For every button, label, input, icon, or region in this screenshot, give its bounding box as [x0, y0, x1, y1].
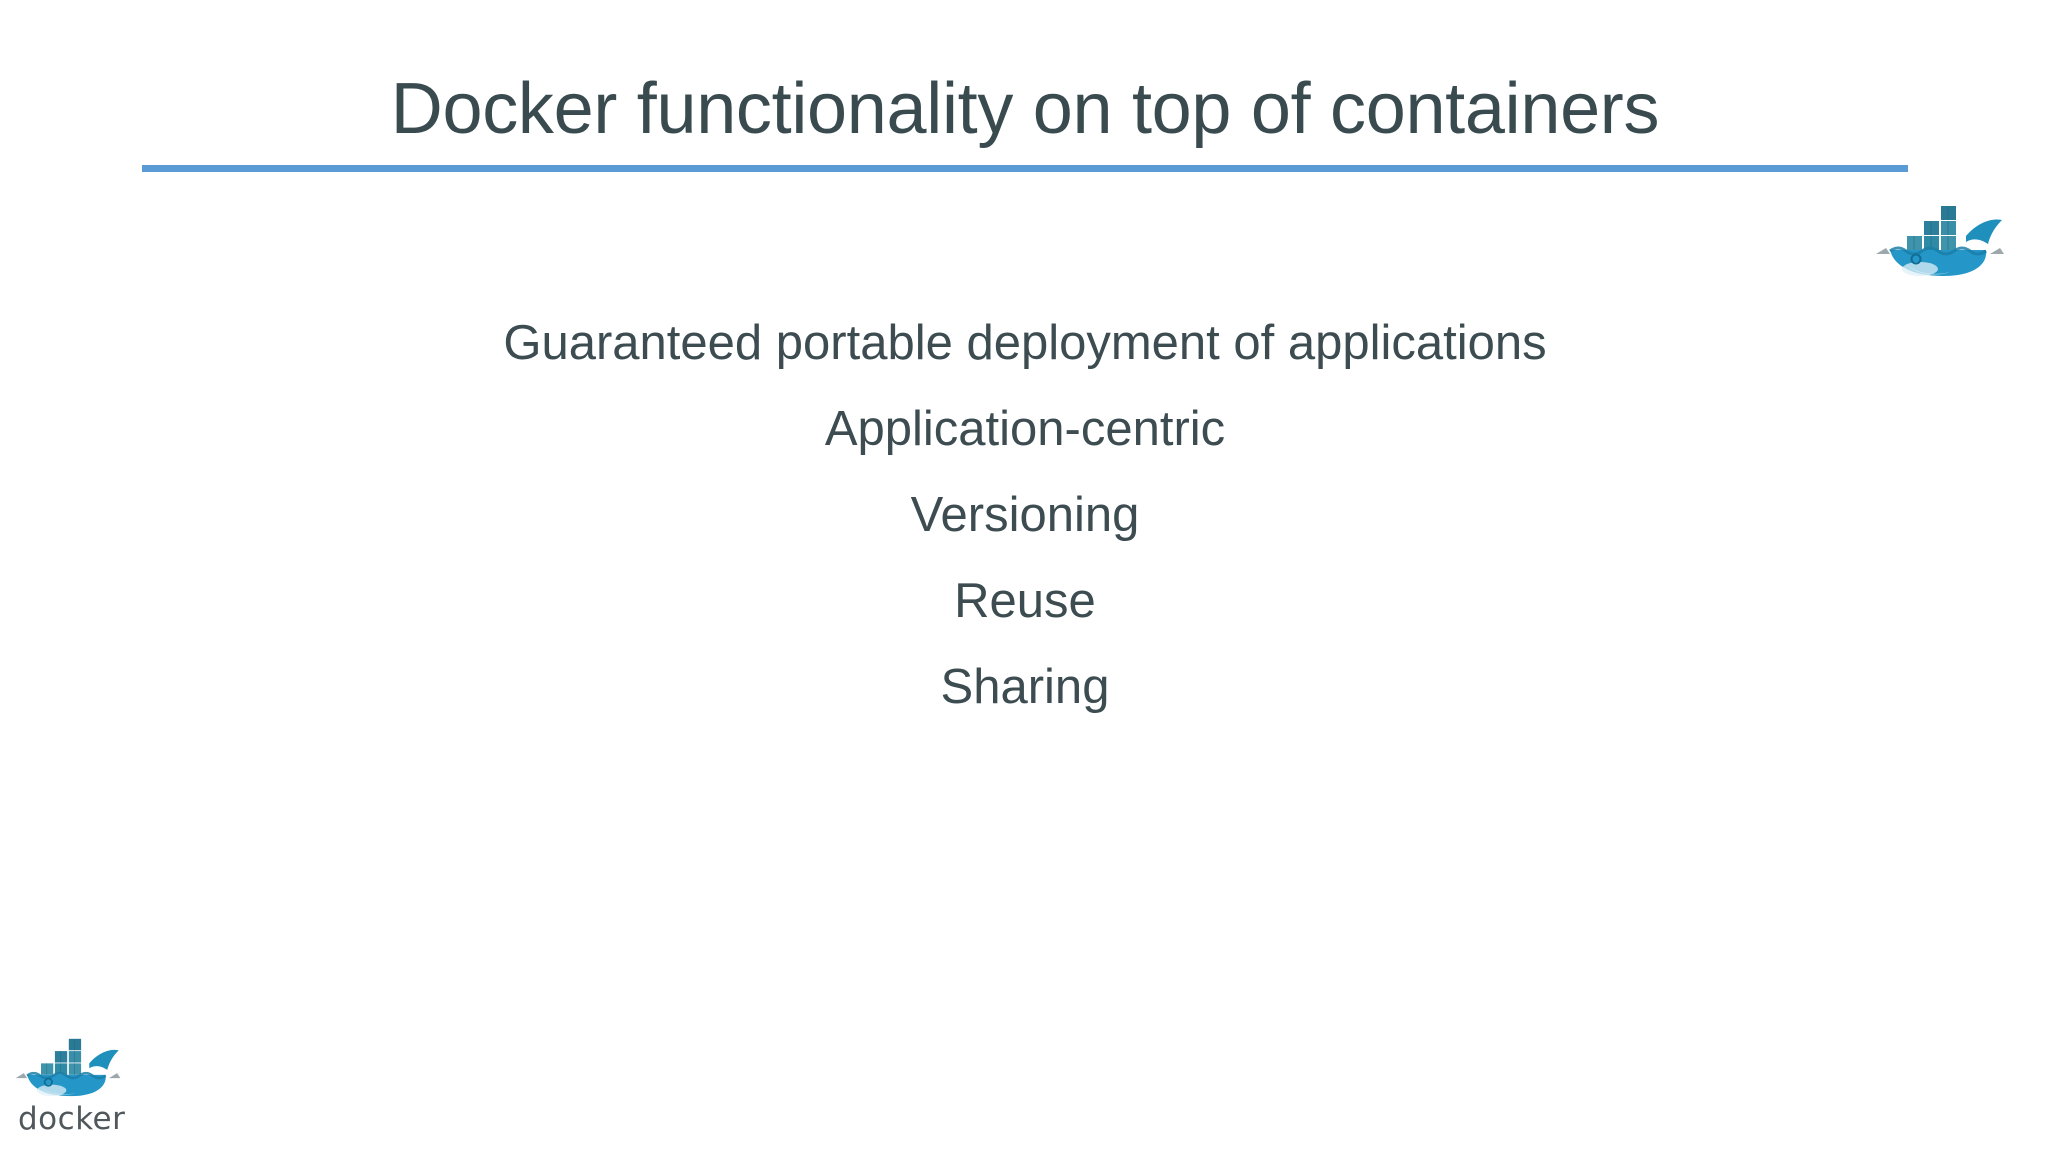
list-item: Application-centric [824, 402, 1226, 456]
docker-logo-corner [1874, 196, 2006, 280]
list-item: Versioning [910, 488, 1140, 542]
list-item: Guaranteed portable deployment of applic… [503, 316, 1547, 370]
docker-whale-icon [1876, 206, 2004, 276]
docker-whale-icon [15, 1038, 121, 1097]
list-item: Reuse [954, 574, 1096, 628]
list-item: Sharing [940, 660, 1110, 714]
page-title: Docker functionality on top of container… [390, 69, 1660, 150]
docker-logo-footer: docker [14, 1028, 126, 1140]
bullet-list: Guaranteed portable deployment of applic… [142, 300, 1908, 730]
title-divider-rule [142, 165, 1908, 172]
docker-wordmark: docker [18, 1101, 126, 1137]
